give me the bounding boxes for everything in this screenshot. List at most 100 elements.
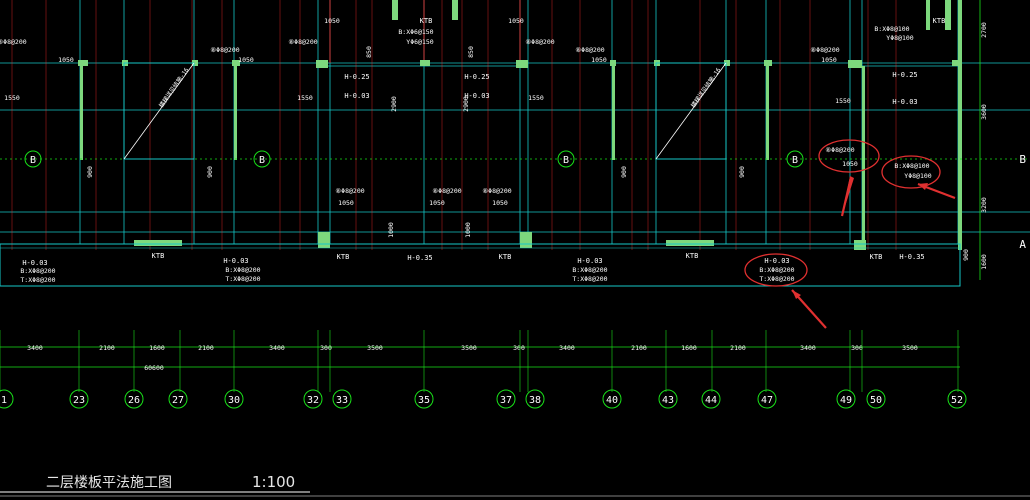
- right-dim-label: 3200: [980, 197, 988, 213]
- axis-label: B: [792, 155, 798, 166]
- axis-bubble-circle: [414, 389, 434, 409]
- callout-arrow: [792, 290, 801, 299]
- elevation-label: H-0.03: [764, 257, 789, 265]
- dim-span-label: 300: [513, 344, 525, 352]
- wall-block: [945, 0, 951, 30]
- ktb-labels: KTB KTB KTB KTB KTB KTB KTB: [152, 17, 946, 261]
- rebar-label: B:XΦ8@100: [874, 25, 909, 33]
- rebar-label: ⑧Φ8@200: [432, 187, 461, 195]
- dim-label: 1550: [297, 94, 313, 102]
- rebar-label: ⑧Φ8@200: [575, 46, 604, 54]
- ktb-label: KTB: [933, 17, 946, 25]
- dim-label: 1050: [508, 17, 524, 25]
- ktb-label: KTB: [870, 253, 883, 261]
- dim-span-label: 3400: [27, 344, 43, 352]
- axis-bubble-circle: [332, 389, 352, 409]
- rebar-top: ⑧Φ8@200 ⑧Φ8@200 ⑧Φ8@200 B:XΦ6@150 YΦ6@15…: [0, 25, 914, 54]
- axis-bubble-circle: [658, 389, 678, 409]
- rebar-middle: ⑧Φ8@200 1050 ⑧Φ8@200 1050 ⑧Φ8@200 1050 ⑧…: [335, 146, 931, 207]
- elevation-label: H-0.25: [892, 71, 917, 79]
- rebar-label: ⑧Φ8@200: [525, 38, 554, 46]
- rebar-label: ⑧Φ8@200: [335, 187, 364, 195]
- axis-bubble-circle: [602, 389, 622, 409]
- rebar-label: T:XΦ8@200: [572, 275, 607, 283]
- axis-bubble: 38: [525, 389, 545, 409]
- dim-span-label: 2100: [99, 344, 115, 352]
- axis-bubble: B: [253, 150, 271, 168]
- wall-block: [958, 0, 962, 250]
- elevation-label: H-0.25: [344, 73, 369, 81]
- dim-span-label: 2100: [631, 344, 647, 352]
- dim-label: 900: [738, 166, 746, 178]
- dim-label: 2900: [462, 96, 470, 112]
- axis-label: B: [563, 155, 569, 166]
- axis-bubble: 52: [947, 389, 967, 409]
- dim-total-label: 60600: [144, 364, 164, 372]
- dim-label: 2900: [390, 96, 398, 112]
- axis-number: 26: [128, 395, 140, 406]
- dim-span-label: 2100: [730, 344, 746, 352]
- axis-bubble-circle: [757, 389, 777, 409]
- dim-span-label: 1600: [681, 344, 697, 352]
- dim-label: 1000: [464, 222, 472, 238]
- wall-block: [862, 66, 865, 246]
- callout-ellipse: [818, 139, 880, 173]
- callout-ellipse: [744, 253, 808, 287]
- axis-number: 30: [228, 395, 240, 406]
- axis-bubble-circle: [947, 389, 967, 409]
- axis-number: 44: [705, 395, 717, 406]
- axis-number: 1: [1, 395, 7, 406]
- axis-number: 35: [418, 395, 430, 406]
- axis-number: 47: [761, 395, 773, 406]
- rebar-label: ⑧Φ8@200: [0, 38, 27, 46]
- axis-bubble: 1: [0, 389, 14, 409]
- wall-block: [612, 60, 615, 160]
- dim-span-label: 3400: [800, 344, 816, 352]
- dim-label: 1050: [821, 56, 837, 64]
- wall-block: [926, 0, 930, 30]
- callout-arrow-shaft: [840, 176, 853, 217]
- dim-label: 1050: [591, 56, 607, 64]
- wall-block: [516, 60, 528, 68]
- wall-block: [192, 60, 198, 66]
- ktb-label: KTB: [686, 252, 699, 260]
- ktb-label: KTB: [337, 253, 350, 261]
- axis-bubble-circle: [0, 389, 14, 409]
- axis-bubble: 44: [701, 389, 721, 409]
- axis-bubble-circle: [69, 389, 89, 409]
- elevation-label: H-0.03: [464, 92, 489, 100]
- axis-bubble-circle: [496, 389, 516, 409]
- wall-block: [452, 0, 458, 20]
- axis-bubble-circle: [303, 389, 323, 409]
- dim-label: 1050: [58, 56, 74, 64]
- dim-span-label: 3400: [269, 344, 285, 352]
- axis-number: 49: [840, 395, 852, 406]
- axis-bubble: 43: [658, 389, 678, 409]
- rebar-label: B:XΦ8@200: [20, 267, 55, 275]
- dim-span-label: 300: [320, 344, 332, 352]
- rebar-label: B:XΦ8@100: [894, 162, 929, 170]
- rebar-label: T:XΦ8@200: [20, 276, 55, 284]
- axis-bubble-circle: [866, 389, 886, 409]
- elevation-label: H-0.03: [892, 98, 917, 106]
- right-dim-label: 900: [962, 249, 970, 261]
- elevation-label: H-0.03: [223, 257, 248, 265]
- wall-block: [392, 0, 398, 20]
- right-dim-label: 1600: [980, 254, 988, 270]
- dim-span-label: 1600: [149, 344, 165, 352]
- rebar-label: YΦ8@100: [886, 34, 913, 42]
- wall-block: [952, 60, 960, 66]
- axis-label: B: [259, 155, 265, 166]
- wall-block: [854, 240, 866, 250]
- wall-block: [134, 240, 182, 246]
- axis-bubble-circle: [168, 389, 188, 409]
- rebar-label: ⑧Φ8@200: [825, 146, 854, 154]
- rebar-label: ⑧Φ8@200: [810, 46, 839, 54]
- wall-block: [318, 232, 330, 248]
- elevation-labels: H-0.35 H-0.35 H-0.25 H-0.25 H-0.25 H-0.0…: [22, 71, 924, 267]
